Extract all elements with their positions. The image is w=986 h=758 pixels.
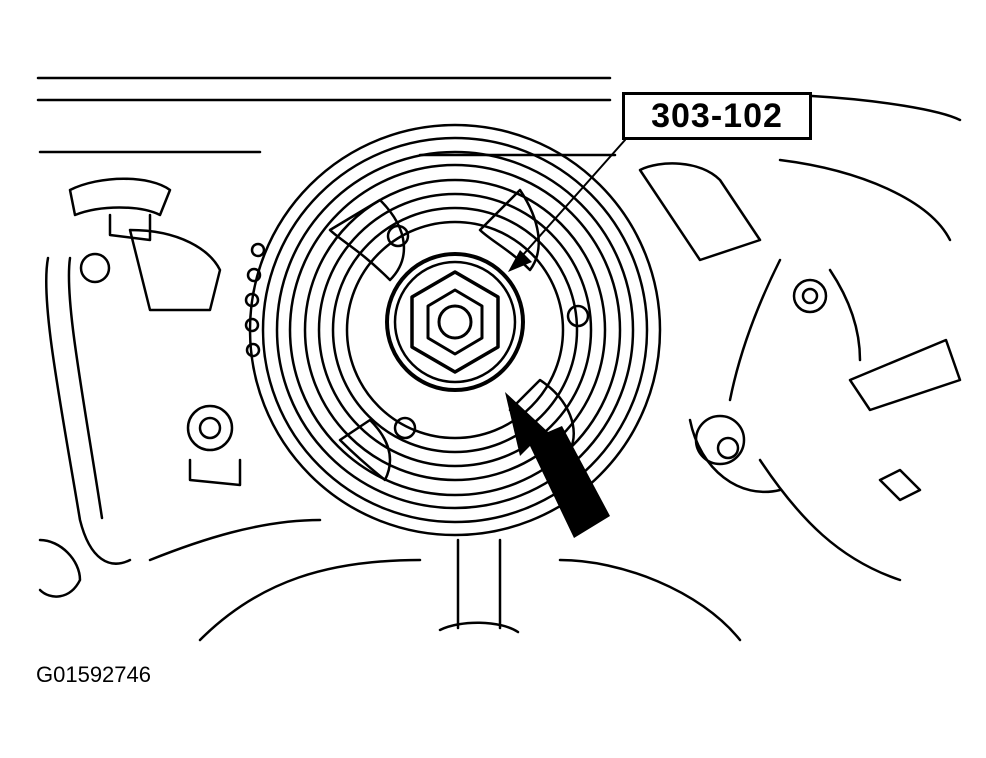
right-bracket-components — [638, 158, 962, 582]
pointer-arrow — [505, 392, 610, 538]
left-bracket-components — [38, 177, 322, 598]
figure-id-label: G01592746 — [36, 662, 151, 687]
leader-arrowhead — [508, 250, 532, 272]
lower-engine-lines — [198, 558, 742, 642]
tool-callout-box: 303-102 — [622, 92, 812, 140]
engine-frame-lines — [36, 76, 962, 157]
callout-leader-line — [521, 139, 626, 257]
crankshaft-pulley — [244, 123, 662, 537]
support-post — [438, 538, 520, 634]
tool-number-label: 303-102 — [651, 96, 783, 135]
special-tool-and-bolt — [385, 252, 525, 392]
